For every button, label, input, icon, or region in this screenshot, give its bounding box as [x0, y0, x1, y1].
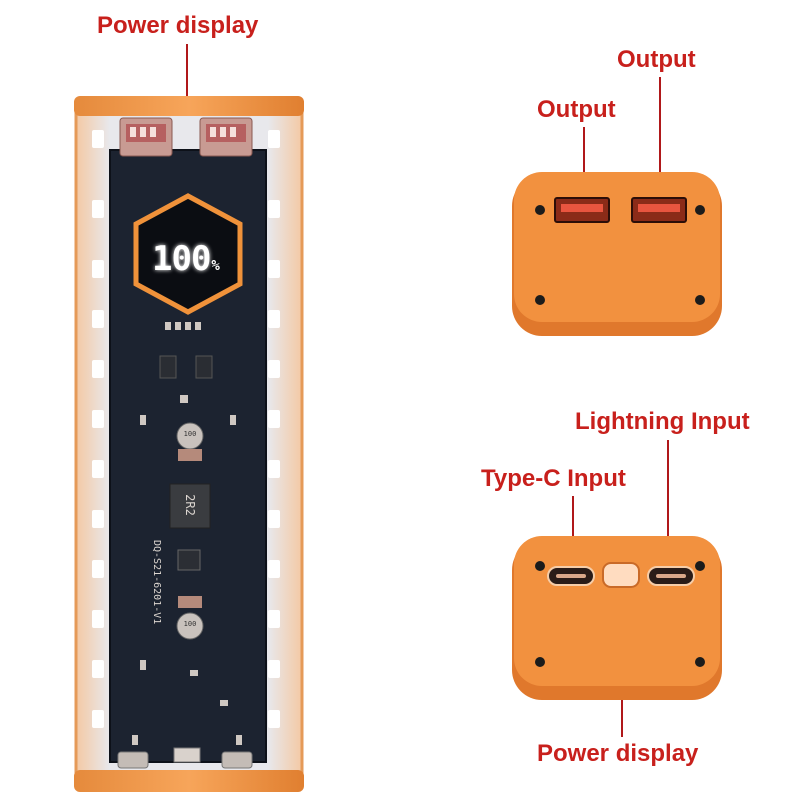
leader-line-output-left: [583, 127, 585, 199]
side-light-strip-right: [268, 130, 280, 728]
label-power-display-top: Power display: [97, 12, 259, 39]
type-c-input-port-icon: [547, 566, 595, 586]
capacitor-marking-bottom: 100: [183, 620, 197, 628]
inductor-component: [169, 483, 211, 529]
usb-c-port-bottom-left-icon: [117, 751, 149, 769]
bottom-connector: [173, 747, 201, 763]
bottom-end-cap: [74, 770, 304, 792]
side-light-strip-left: [92, 130, 104, 728]
inductor-marking: 2R2: [183, 494, 197, 516]
lightning-port-bottom-right-icon: [221, 751, 253, 769]
label-typec-input: Type-C Input: [481, 465, 626, 492]
pcb-components: [140, 322, 236, 425]
hexagon-display-frame: [133, 193, 243, 315]
label-lightning-input: Lightning Input: [575, 408, 750, 435]
power-display-window-icon: [602, 562, 640, 588]
board-id-marking: DQ-S21-6201-V1: [151, 540, 162, 625]
lightning-input-port-icon: [647, 566, 695, 586]
input-end-view: [512, 536, 722, 700]
battery-percentage-unit: %: [211, 258, 220, 274]
leader-line-typec: [572, 496, 574, 568]
usb-a-port-right-top-icon: [199, 117, 253, 157]
label-output-right: Output: [617, 46, 696, 73]
usb-a-output-port-left-icon: [554, 197, 610, 223]
label-output-left: Output: [537, 96, 616, 123]
battery-percentage-value: 100: [152, 239, 211, 279]
top-end-cap: [74, 96, 304, 116]
leader-line-output-right: [659, 77, 661, 199]
capacitor-bottom: [176, 596, 204, 640]
label-power-display-bottom: Power display: [537, 740, 699, 767]
battery-percentage-readout: 100 %: [152, 232, 232, 276]
usb-a-port-left-top-icon: [119, 117, 173, 157]
usb-a-output-port-right-icon: [631, 197, 687, 223]
capacitor-marking-top: 100: [183, 430, 197, 438]
capacitor-top: [176, 422, 204, 461]
output-end-view: [512, 172, 722, 336]
leader-line-lightning: [667, 440, 669, 568]
pcb-chip-mid: [177, 549, 201, 571]
pcb-bottom-components: [132, 660, 242, 745]
